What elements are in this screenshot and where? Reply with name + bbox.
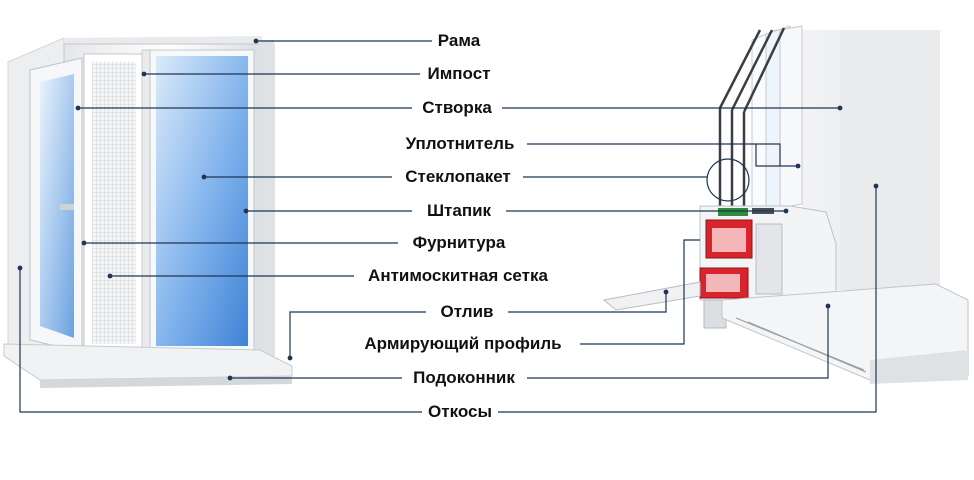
- reinforcing-chamber-lower-inner: [706, 274, 740, 292]
- dot-sill: [227, 375, 233, 381]
- leader-dots: [17, 38, 879, 381]
- leader-lines: [19, 40, 877, 413]
- dot-bead-right: [783, 208, 789, 214]
- dot-sill-right: [825, 303, 831, 309]
- wall-side: [840, 30, 940, 290]
- label-reinforcing-profile: Армирующий профиль: [364, 334, 562, 353]
- dot-sash-right: [837, 105, 843, 111]
- drip-shape: [602, 281, 701, 311]
- label-sash: Створка: [422, 98, 492, 117]
- reinforcing-chamber-upper-inner: [712, 228, 746, 252]
- label-windowsill: Подоконник: [413, 368, 515, 387]
- label-bead: Штапик: [426, 201, 492, 220]
- profile-cross-section: [602, 25, 969, 384]
- label-drip: Отлив: [440, 302, 494, 321]
- seal-highlight-circle: [706, 158, 750, 202]
- mosquito-net: [92, 62, 136, 344]
- window-illustration: [3, 36, 293, 388]
- dot-hardware: [81, 240, 87, 246]
- windowsill-shape: [3, 343, 293, 381]
- impost-bar: [141, 49, 151, 357]
- dot-seal: [795, 163, 801, 169]
- leader-seal-2: [756, 143, 781, 166]
- seal-strip: [718, 208, 748, 216]
- leader-reinforcing: [580, 239, 700, 345]
- leader-slopes-left: [19, 268, 422, 413]
- dot-impost: [141, 71, 147, 77]
- label-slopes: Откосы: [428, 402, 492, 421]
- dot-frame: [253, 38, 259, 44]
- profile-chamber: [755, 223, 783, 295]
- dot-bead: [243, 208, 249, 214]
- label-hardware: Фурнитура: [412, 233, 506, 252]
- label-glass-unit: Стеклопакет: [405, 167, 511, 186]
- open-sash-glass: [40, 74, 74, 338]
- label-seal: Уплотнитель: [405, 134, 515, 153]
- dot-drip-right: [663, 289, 669, 295]
- dot-slopes-right: [873, 183, 879, 189]
- dot-net: [107, 273, 113, 279]
- glass-edge-lines: [718, 27, 786, 113]
- label-frame: Рама: [437, 31, 481, 50]
- leader-slopes-right: [498, 186, 877, 413]
- leader-drip-left: [289, 311, 426, 358]
- label-impost: Импост: [427, 64, 491, 83]
- dot-drip: [287, 355, 293, 361]
- dot-glass: [201, 174, 207, 180]
- dot-slopes: [17, 265, 23, 271]
- glass-pane-3: [779, 25, 803, 209]
- leader-seal: [527, 143, 798, 167]
- dot-sash: [75, 105, 81, 111]
- frame-edge: [260, 40, 274, 362]
- label-mosquito-net: Антимоскитная сетка: [368, 266, 548, 285]
- handle-icon: [60, 204, 74, 210]
- sill-edge: [870, 350, 968, 384]
- leader-drip-right: [508, 292, 667, 313]
- sill-ribs: [735, 317, 867, 373]
- fixed-glass: [156, 56, 248, 346]
- leader-sill-right: [527, 306, 829, 379]
